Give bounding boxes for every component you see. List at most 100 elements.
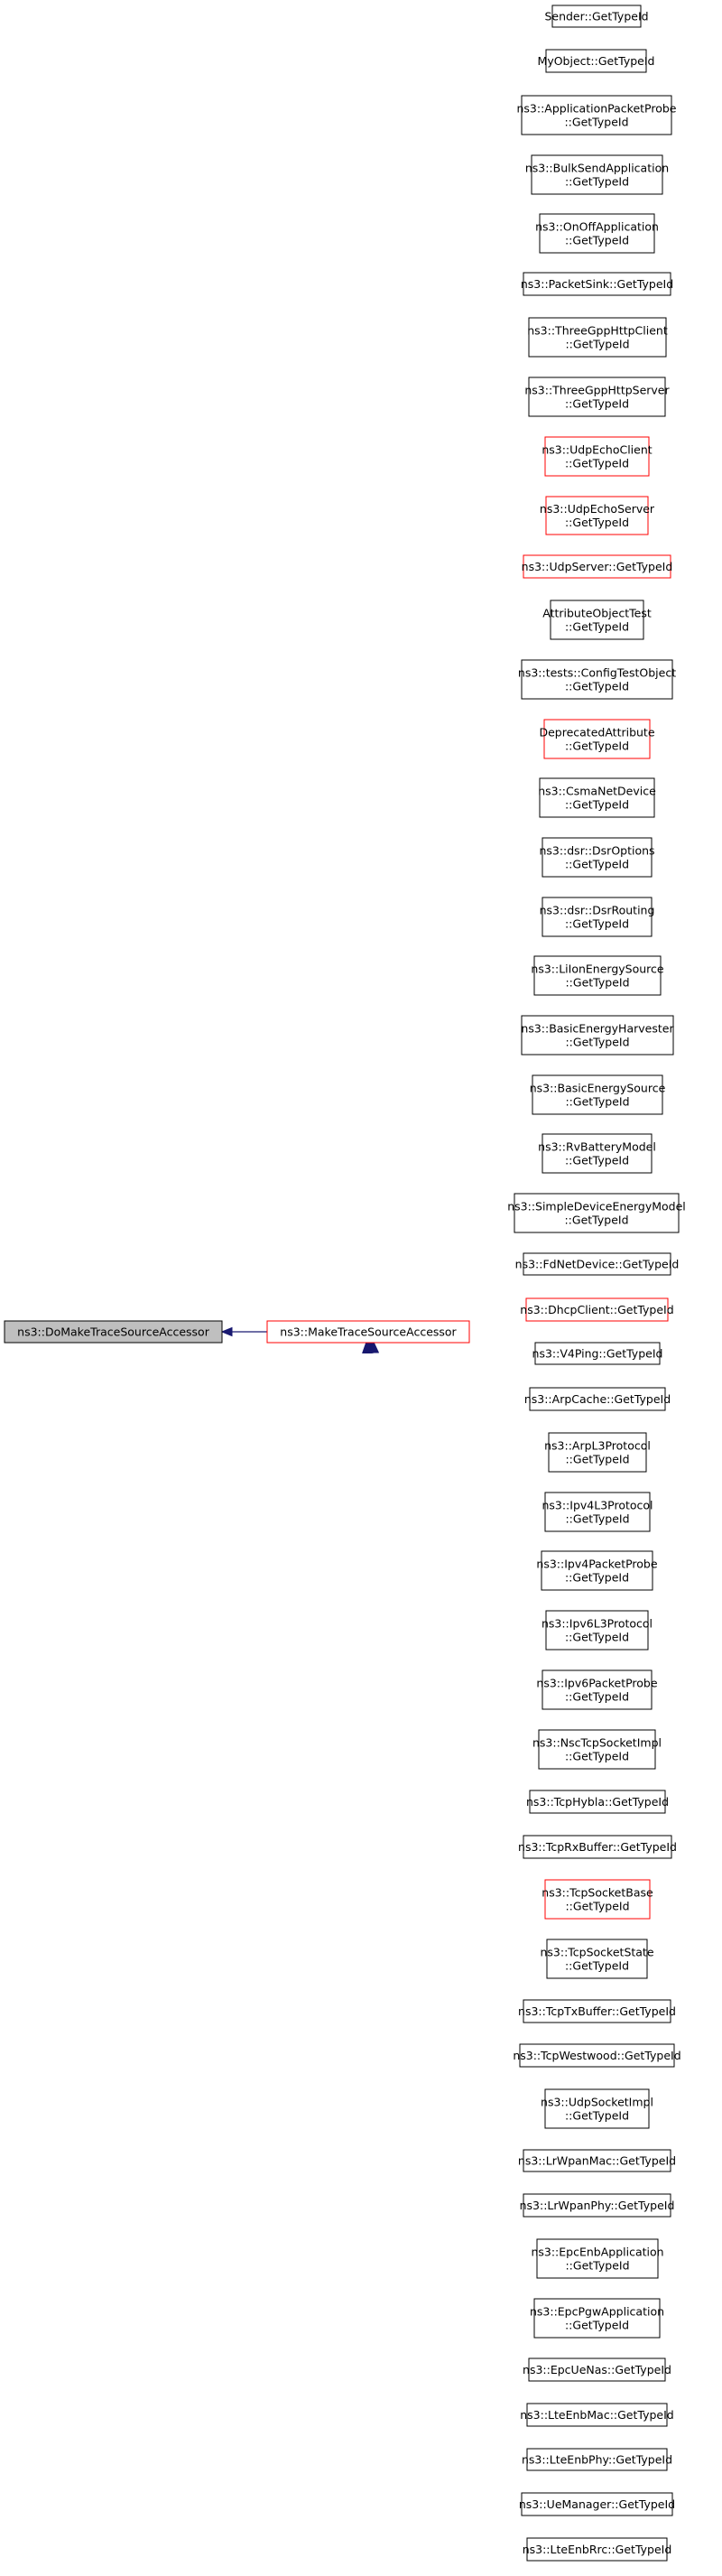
node-box-tcp-socket-base: [544, 1879, 651, 1920]
node-label-basic-energy-harvester-1: ::GetTypeId: [565, 1036, 629, 1049]
node-box-dsr-options: [542, 837, 653, 878]
node-dsr-routing[interactable]: ns3::dsr::DsrRouting::GetTypeId: [540, 897, 655, 937]
node-label-udp-echo-server-0: ns3::UdpEchoServer: [540, 502, 655, 516]
node-http-client[interactable]: ns3::ThreeGppHttpClient::GetTypeId: [527, 317, 668, 358]
node-label-tcp-tx-buffer-0: ns3::TcpTxBuffer::GetTypeId: [518, 2004, 676, 2018]
node-v4ping[interactable]: ns3::V4Ping::GetTypeId: [532, 1342, 663, 1365]
node-box-li-ion-energy-source: [533, 955, 662, 996]
node-box-epc-enb-application: [536, 2238, 659, 2279]
node-ipv6-l3-protocol[interactable]: ns3::Ipv6L3Protocol::GetTypeId: [542, 1610, 653, 1651]
node-basic-energy-harvester[interactable]: ns3::BasicEnergyHarvester::GetTypeId: [521, 1015, 674, 1056]
node-label-nsc-tcp-socket-impl-1: ::GetTypeId: [565, 1750, 629, 1763]
node-tcp-westwood[interactable]: ns3::TcpWestwood::GetTypeId: [513, 2043, 681, 2068]
node-box-epc-pgw-application: [533, 2298, 661, 2339]
node-box-udp-echo-client: [544, 436, 650, 477]
node-label-tcp-socket-base-1: ::GetTypeId: [565, 1900, 629, 1913]
node-arp-l3-protocol[interactable]: ns3::ArpL3Protocol::GetTypeId: [544, 1432, 651, 1473]
node-bulk-send[interactable]: ns3::BulkSendApplication::GetTypeId: [525, 154, 669, 195]
node-arp-cache[interactable]: ns3::ArpCache::GetTypeId: [524, 1387, 671, 1411]
node-label-http-client-1: ::GetTypeId: [565, 338, 629, 351]
node-label-arp-l3-protocol-1: ::GetTypeId: [565, 1453, 629, 1466]
node-ue-manager[interactable]: ns3::UeManager::GetTypeId: [519, 2492, 675, 2516]
node-do-make[interactable]: ns3::DoMakeTraceSourceAccessor: [4, 1320, 223, 1344]
node-box-ipv4-packet-probe: [541, 1550, 653, 1591]
node-ipv4-l3-protocol[interactable]: ns3::Ipv4L3Protocol::GetTypeId: [542, 1492, 653, 1532]
node-udp-echo-server[interactable]: ns3::UdpEchoServer::GetTypeId: [540, 496, 655, 535]
node-tcp-socket-base[interactable]: ns3::TcpSocketBase::GetTypeId: [542, 1879, 653, 1920]
node-tcp-rx-buffer[interactable]: ns3::TcpRxBuffer::GetTypeId: [518, 1835, 677, 1859]
node-make[interactable]: ns3::MakeTraceSourceAccessor: [266, 1320, 470, 1344]
node-li-ion-energy-source[interactable]: ns3::LiIonEnergySource::GetTypeId: [531, 955, 664, 996]
node-config-test-object[interactable]: ns3::tests::ConfigTestObject::GetTypeId: [518, 659, 676, 700]
node-dsr-options[interactable]: ns3::dsr::DsrOptions::GetTypeId: [539, 837, 655, 878]
node-box-app-packet-probe: [521, 95, 672, 135]
node-ipv6-packet-probe[interactable]: ns3::Ipv6PacketProbe::GetTypeId: [536, 1669, 658, 1710]
node-label-bulk-send-0: ns3::BulkSendApplication: [525, 162, 669, 175]
node-label-sender-0: Sender::GetTypeId: [544, 10, 648, 23]
node-box-basic-energy-harvester: [521, 1015, 674, 1056]
node-box-ipv4-l3-protocol: [544, 1492, 651, 1532]
node-box-tcp-tx-buffer: [523, 1999, 671, 2023]
node-box-lr-wpan-phy: [523, 2193, 671, 2218]
node-myobject[interactable]: MyObject::GetTypeId: [538, 49, 655, 73]
node-label-http-server-0: ns3::ThreeGppHttpServer: [524, 384, 670, 397]
node-packet-sink[interactable]: ns3::PacketSink::GetTypeId: [521, 272, 673, 296]
node-box-bulk-send: [531, 154, 663, 195]
node-box-sender: [551, 5, 642, 28]
node-tcp-socket-state[interactable]: ns3::TcpSocketState::GetTypeId: [540, 1939, 654, 1979]
node-label-dsr-options-0: ns3::dsr::DsrOptions: [539, 844, 654, 858]
node-lr-wpan-phy[interactable]: ns3::LrWpanPhy::GetTypeId: [520, 2193, 675, 2218]
node-sender[interactable]: Sender::GetTypeId: [544, 5, 649, 28]
node-lte-enb-phy[interactable]: ns3::LteEnbPhy::GetTypeId: [522, 2448, 672, 2471]
node-csma-net-device[interactable]: ns3::CsmaNetDevice::GetTypeId: [538, 777, 656, 818]
node-label-dhcp-client-0: ns3::DhcpClient::GetTypeId: [520, 1303, 673, 1316]
node-lr-wpan-mac[interactable]: ns3::LrWpanMac::GetTypeId: [518, 2149, 676, 2172]
node-ipv4-packet-probe[interactable]: ns3::Ipv4PacketProbe::GetTypeId: [536, 1550, 658, 1591]
node-label-lte-enb-phy-0: ns3::LteEnbPhy::GetTypeId: [522, 2453, 672, 2467]
node-label-epc-enb-application-1: ::GetTypeId: [565, 2259, 629, 2273]
node-epc-pgw-application[interactable]: ns3::EpcPgwApplication::GetTypeId: [530, 2298, 664, 2339]
node-nsc-tcp-socket-impl[interactable]: ns3::NscTcpSocketImpl::GetTypeId: [532, 1729, 662, 1770]
node-epc-ue-nas[interactable]: ns3::EpcUeNas::GetTypeId: [523, 2357, 671, 2382]
node-lte-enb-rrc[interactable]: ns3::LteEnbRrc::GetTypeId: [523, 2537, 672, 2562]
node-label-tcp-rx-buffer-0: ns3::TcpRxBuffer::GetTypeId: [518, 1840, 677, 1854]
node-label-packet-sink-0: ns3::PacketSink::GetTypeId: [521, 277, 673, 291]
node-box-tcp-westwood: [519, 2043, 675, 2068]
node-box-arp-cache: [529, 1387, 666, 1411]
node-lte-enb-mac[interactable]: ns3::LteEnbMac::GetTypeId: [520, 2403, 674, 2427]
node-basic-energy-source[interactable]: ns3::BasicEnergySource::GetTypeId: [530, 1074, 666, 1115]
node-fd-net-device[interactable]: ns3::FdNetDevice::GetTypeId: [515, 1252, 680, 1276]
node-box-lr-wpan-mac: [523, 2149, 671, 2172]
node-epc-enb-application[interactable]: ns3::EpcEnbApplication::GetTypeId: [531, 2238, 664, 2279]
node-label-deprecated-attribute-1: ::GetTypeId: [565, 739, 629, 753]
node-box-lte-enb-mac: [526, 2403, 668, 2427]
graph-edges: [220, 1326, 380, 1353]
node-rv-battery-model[interactable]: ns3::RvBatteryModel::GetTypeId: [538, 1133, 656, 1174]
node-udp-socket-impl[interactable]: ns3::UdpSocketImpl::GetTypeId: [541, 2088, 653, 2129]
node-dhcp-client[interactable]: ns3::DhcpClient::GetTypeId: [520, 1297, 674, 1322]
node-attribute-object-test[interactable]: AttributeObjectTest::GetTypeId: [542, 600, 652, 640]
node-deprecated-attribute[interactable]: DeprecatedAttribute::GetTypeId: [539, 719, 655, 759]
node-tcp-hybla[interactable]: ns3::TcpHybla::GetTypeId: [526, 1790, 669, 1814]
node-http-server[interactable]: ns3::ThreeGppHttpServer::GetTypeId: [524, 377, 671, 417]
node-label-ipv4-packet-probe-1: ::GetTypeId: [565, 1571, 629, 1585]
node-label-dsr-options-1: ::GetTypeId: [565, 858, 629, 871]
node-tcp-tx-buffer[interactable]: ns3::TcpTxBuffer::GetTypeId: [518, 1999, 676, 2023]
node-box-myobject: [545, 49, 647, 73]
node-udp-server[interactable]: ns3::UdpServer::GetTypeId: [522, 554, 673, 579]
node-udp-echo-client[interactable]: ns3::UdpEchoClient::GetTypeId: [542, 436, 653, 477]
node-onoff[interactable]: ns3::OnOffApplication::GetTypeId: [535, 213, 659, 254]
node-label-tcp-westwood-0: ns3::TcpWestwood::GetTypeId: [513, 2049, 680, 2062]
node-label-udp-echo-client-1: ::GetTypeId: [565, 457, 629, 470]
node-label-li-ion-energy-source-1: ::GetTypeId: [565, 976, 629, 990]
node-simple-device-energy-model[interactable]: ns3::SimpleDeviceEnergyModel::GetTypeId: [507, 1193, 686, 1233]
node-box-packet-sink: [523, 272, 671, 296]
node-box-dhcp-client: [525, 1297, 669, 1322]
node-app-packet-probe[interactable]: ns3::ApplicationPacketProbe::GetTypeId: [516, 95, 677, 135]
node-label-ipv6-l3-protocol-1: ::GetTypeId: [565, 1631, 629, 1644]
node-label-onoff-1: ::GetTypeId: [565, 234, 629, 247]
node-label-tcp-hybla-0: ns3::TcpHybla::GetTypeId: [526, 1795, 669, 1809]
edge-arrow-make-to-do-make: [220, 1326, 233, 1337]
node-label-udp-server-0: ns3::UdpServer::GetTypeId: [522, 560, 673, 573]
